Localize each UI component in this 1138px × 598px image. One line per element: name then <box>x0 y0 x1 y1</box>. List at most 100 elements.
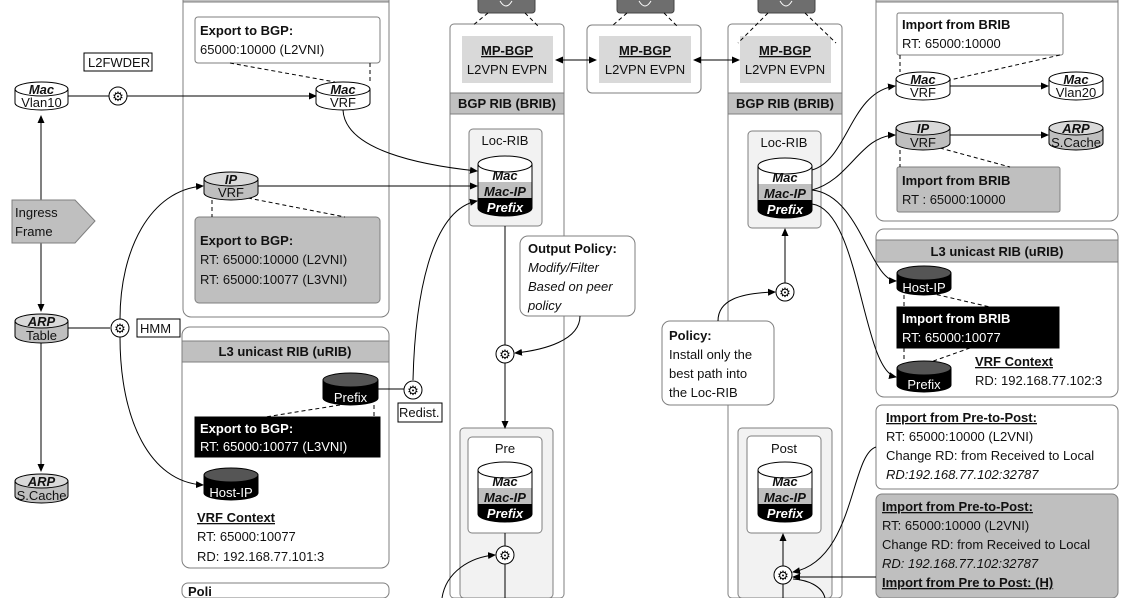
post-label: Post <box>771 441 797 456</box>
cylinder-top <box>477 461 533 479</box>
connector-line <box>811 189 897 285</box>
export-title: Export to BGP: <box>200 23 293 38</box>
import-box-l3 <box>896 306 1060 349</box>
router-icon <box>477 0 536 14</box>
gear-glyph: ⚙ <box>112 89 124 104</box>
layer-mac-ip: Mac-IP <box>484 184 526 199</box>
import-line: Change RD: from Received to Local <box>886 448 1094 463</box>
import-title: Import from Pre-to-Post: <box>882 499 1033 514</box>
cylinder-top <box>757 461 813 479</box>
connector-line <box>119 183 204 320</box>
policy-panel <box>181 582 390 598</box>
layer-mac: Mac <box>772 170 798 185</box>
urib-header-label: L3 unicast RIB (uRIB) <box>931 244 1064 259</box>
output-policy-card <box>519 235 636 317</box>
cylinder-type-label: IP <box>917 121 930 136</box>
cylinder-side <box>477 470 533 504</box>
connector-line <box>514 315 581 356</box>
cylinder-top <box>896 360 952 376</box>
cylinder-top <box>1048 71 1104 87</box>
connector-line <box>811 83 896 171</box>
gear-glyph: ⚙ <box>114 321 126 336</box>
cylinder-name-label: Vlan20 <box>1056 85 1096 100</box>
gear-glyph: ⚙ <box>779 285 791 300</box>
urib-header <box>181 340 390 363</box>
router <box>616 0 675 14</box>
layer-mac-ip: Mac-IP <box>484 490 526 505</box>
connector-line <box>717 288 776 322</box>
vrf-context-title: VRF Context <box>975 354 1054 369</box>
policy-line: best path into <box>669 366 747 381</box>
cylinder-side <box>477 164 533 198</box>
brib-header-label: BGP RIB (BRIB) <box>736 96 834 111</box>
layer-prefix: Prefix <box>767 506 804 521</box>
policy-title: Policy: <box>669 328 712 343</box>
mpbgp-box <box>740 36 831 83</box>
gear-icon <box>495 344 515 364</box>
redist-label: Redist. <box>397 402 443 423</box>
cylinder-top <box>315 81 371 97</box>
import-title: Import from BRIB <box>902 173 1010 188</box>
gear-icon <box>775 282 795 302</box>
hmm-text: HMM <box>140 321 171 336</box>
pre-label: Pre <box>495 441 515 456</box>
cylinder-type-label: Mac <box>29 82 55 97</box>
gear-glyph: ⚙ <box>499 548 511 563</box>
policy-line: the Loc-RIB <box>669 385 738 400</box>
export-title: Export to BGP: <box>200 421 293 436</box>
brib-header <box>727 92 843 115</box>
export-rt: RT: 65000:10077 (L3VNI) <box>200 272 347 287</box>
hmm-engine: ⚙ <box>110 318 130 338</box>
brib-header <box>449 92 565 115</box>
best-path-policy-box: Policy: Install only the best path into the… <box>661 320 775 406</box>
layer-mac-ip: Mac-IP <box>764 186 806 201</box>
right-urib-prefix: Prefix <box>896 360 952 393</box>
cylinder-top <box>895 71 951 87</box>
cylinder-top <box>203 171 259 187</box>
import-rt: RT : 65000:10000 <box>902 192 1006 207</box>
cylinder-type-label: ARP <box>1061 121 1090 136</box>
mpbgp-box <box>599 36 691 83</box>
connector-line <box>811 131 896 191</box>
connector-line <box>663 12 678 27</box>
cylinder-name-label: Prefix <box>907 377 941 392</box>
export-rt: RT: 65000:10000 (L2VNI) <box>200 252 347 267</box>
connector-line <box>924 347 971 365</box>
pre-to-post-import-2: Import from Pre-to-Post:RT: 65000:10000 … <box>875 493 1119 598</box>
layer-prefix: Prefix <box>487 506 524 521</box>
layer-band <box>758 488 812 504</box>
import-title: Import from BRIB <box>902 17 1010 32</box>
policy-line: policy <box>527 298 563 313</box>
connector-line <box>939 147 1011 168</box>
l2fwder-text: L2FWDER <box>88 55 150 70</box>
label-box <box>397 402 443 423</box>
left-urib-panel: L3 unicast RIB (uRIB)Export to BGP:RT: 6… <box>181 326 390 569</box>
router-glyph <box>779 0 793 7</box>
ingress-arrow-shape <box>11 199 96 244</box>
layer-prefix: Prefix <box>487 200 524 215</box>
router <box>477 0 536 14</box>
cylinder-type-label: Mac <box>330 82 356 97</box>
cylinder-top <box>14 473 69 489</box>
export-box-l3 <box>194 416 381 458</box>
left-policy-panel: Poli <box>181 582 390 598</box>
cylinder-top <box>757 157 813 175</box>
connector-line <box>811 203 897 379</box>
policy-line: Install only the <box>669 347 752 362</box>
cylinder-top <box>14 81 69 97</box>
router-icon <box>616 0 675 14</box>
connector-line <box>524 12 539 27</box>
output-policy-engine: ⚙ <box>495 344 515 364</box>
layer-mac: Mac <box>492 474 518 489</box>
import-line: RT: 65000:10000 (L2VNI) <box>886 429 1033 444</box>
router-glyph <box>638 0 652 7</box>
